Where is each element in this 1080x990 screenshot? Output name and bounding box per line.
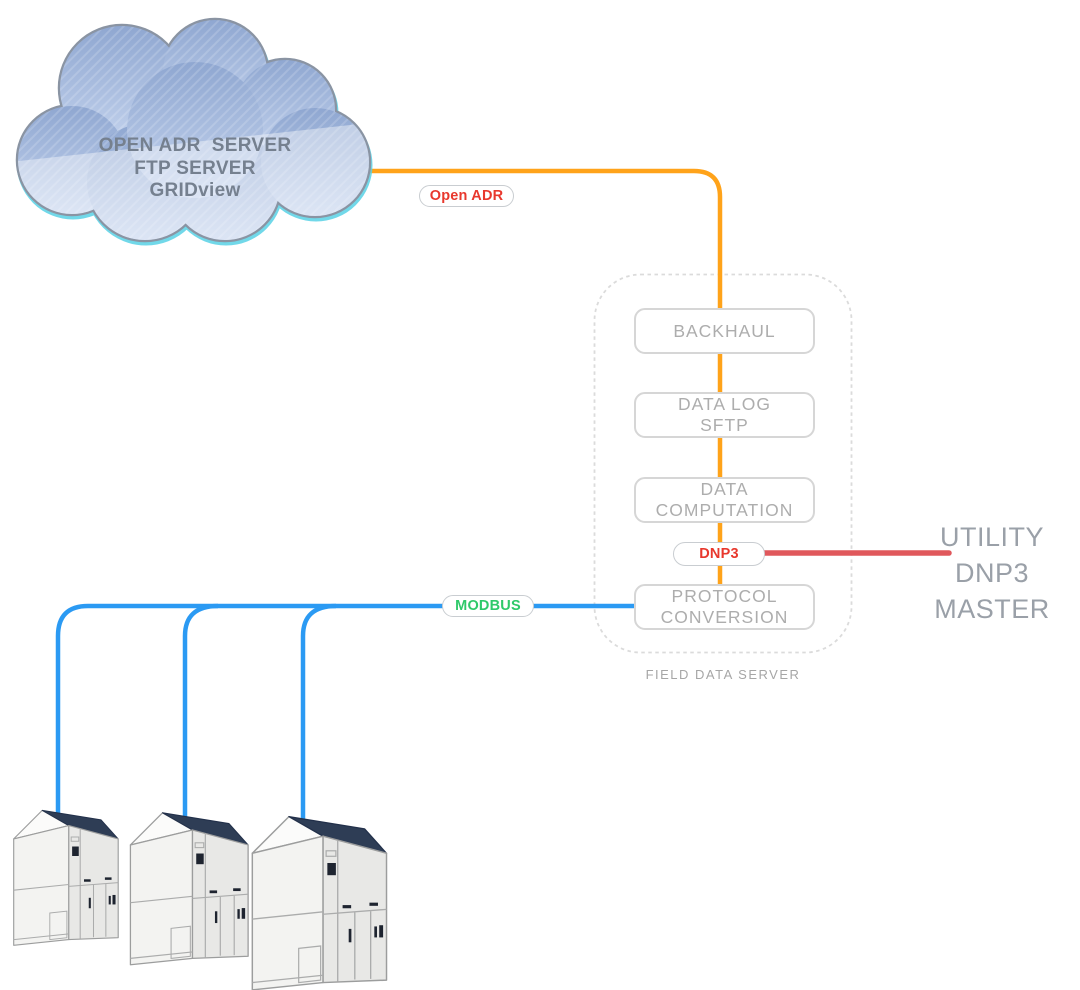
- data-log-sftp-block: DATA LOG SFTP: [634, 392, 815, 438]
- open-adr-wire: [358, 168, 723, 590]
- cloud-line-ftp-server: FTP SERVER: [134, 157, 256, 179]
- utility-label-line1: UTILITY DNP3: [939, 522, 1044, 588]
- field-data-server-caption: FIELD DATA SERVER: [645, 667, 801, 682]
- cloud-server-label: OPEN ADR SERVER FTP SERVER GRIDview: [30, 135, 360, 203]
- backhaul-block: BACKHAUL: [634, 308, 815, 354]
- dnp3-pill-label: DNP3: [699, 546, 739, 562]
- cabinet-3: [251, 815, 388, 990]
- cabinet-1: [13, 809, 119, 946]
- cabinet-2: [129, 812, 249, 966]
- modbus-wire: [55, 603, 634, 816]
- open-adr-pill: Open ADR: [419, 185, 514, 207]
- open-adr-pill-label: Open ADR: [429, 188, 504, 204]
- dnp3-pill: DNP3: [673, 542, 765, 566]
- cloud-line-open-adr-server: OPEN ADR SERVER: [98, 135, 292, 156]
- utility-label-line2: MASTER: [934, 594, 1050, 624]
- equipment-cabinets-illustration: [13, 809, 388, 990]
- modbus-pill: MODBUS: [442, 595, 534, 617]
- cloud-icon: [10, 10, 378, 252]
- data-computation-block: DATA COMPUTATION: [634, 477, 815, 523]
- modbus-branch-3: [300, 603, 337, 828]
- protocol-conversion-block: PROTOCOL CONVERSION: [634, 584, 815, 630]
- modbus-pill-label: MODBUS: [455, 598, 521, 614]
- cloud-line-gridview: GRIDview: [149, 180, 241, 201]
- field-data-server-outline: [593, 273, 853, 654]
- modbus-branch-2: [182, 603, 219, 822]
- utility-dnp3-master-label: UTILITY DNP3 MASTER: [902, 519, 1080, 627]
